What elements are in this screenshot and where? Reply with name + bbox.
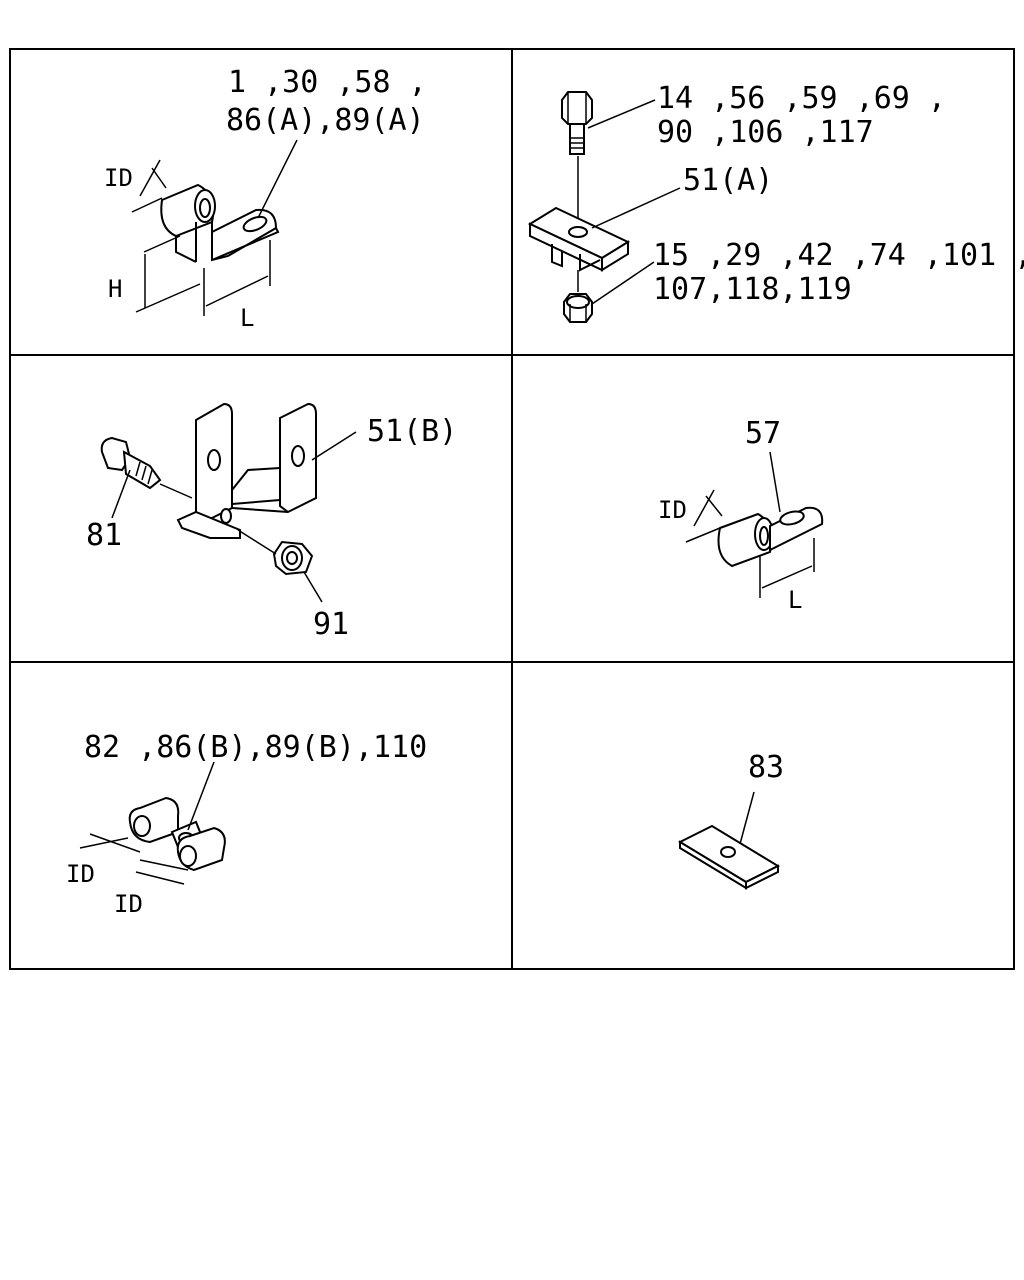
panel-4-clip-57: 57 ID L: [658, 416, 824, 614]
bolt-81-drawing: [100, 436, 193, 499]
bracket-51a-drawing: [527, 206, 631, 272]
panel-2-leaders: [587, 99, 681, 305]
double-clip-drawing: [128, 796, 226, 872]
nut-drawing: [563, 293, 593, 323]
clip-57-dimensions: [685, 451, 815, 598]
clamp-callout-line-2: 86(A),89(A): [226, 103, 425, 138]
bolt-callout-line-2: 90 ,106 ,117: [657, 115, 874, 150]
double-clip-dim-id-2: ID: [114, 890, 143, 918]
dim-id-label: ID: [104, 164, 133, 192]
bracket-51b-drawing: [176, 402, 317, 539]
panel-2-bolt-bracket-nut: 14 ,56 ,59 ,69 , 90 ,106 ,117 51(A) 15 ,…: [527, 81, 1024, 323]
panel-3-leaders: [111, 431, 357, 603]
clamp-callout-line-1: 1 ,30 ,58 ,: [228, 65, 427, 100]
panel-5-double-clip: 82 ,86(B),89(B),110 ID ID: [66, 730, 427, 918]
clamp-dimension-lines: [131, 139, 298, 316]
panel-1-clamp-bracket: 1 ,30 ,58 , 86(A),89(A) ID H L: [104, 65, 427, 332]
bolt-drawing: [561, 91, 593, 226]
nut-callout-line-2: 107,118,119: [653, 272, 852, 307]
bracket-51a-label: 51(A): [683, 163, 773, 198]
nut-91-label: 91: [313, 607, 349, 642]
clip-57-drawing: [717, 506, 824, 568]
panel-3-bracket-51b: 51(B) 81 91: [86, 402, 457, 642]
clip-dim-id-label: ID: [658, 496, 687, 524]
double-clip-dim-id-1: ID: [66, 860, 95, 888]
double-clip-dimensions: [79, 761, 215, 885]
nut-callout-line-1: 15 ,29 ,42 ,74 ,101 ,: [653, 238, 1024, 273]
plate-83-drawing: [677, 791, 781, 890]
clip-57-label: 57: [745, 416, 781, 451]
dim-l-label: L: [240, 304, 254, 332]
bracket-51b-label: 51(B): [367, 414, 457, 449]
plate-83-label: 83: [748, 750, 784, 785]
bolt-81-label: 81: [86, 518, 122, 553]
clip-dim-l-label: L: [788, 586, 802, 614]
clamp-bracket-drawing: [160, 183, 280, 263]
panel-grid: [9, 48, 1015, 970]
bolt-callout-line-1: 14 ,56 ,59 ,69 ,: [657, 81, 946, 116]
dim-h-label: H: [108, 275, 122, 303]
double-clip-callout: 82 ,86(B),89(B),110: [84, 730, 427, 765]
panel-6-plate-83: 83: [677, 750, 784, 890]
nut-91-drawing: [237, 529, 314, 576]
